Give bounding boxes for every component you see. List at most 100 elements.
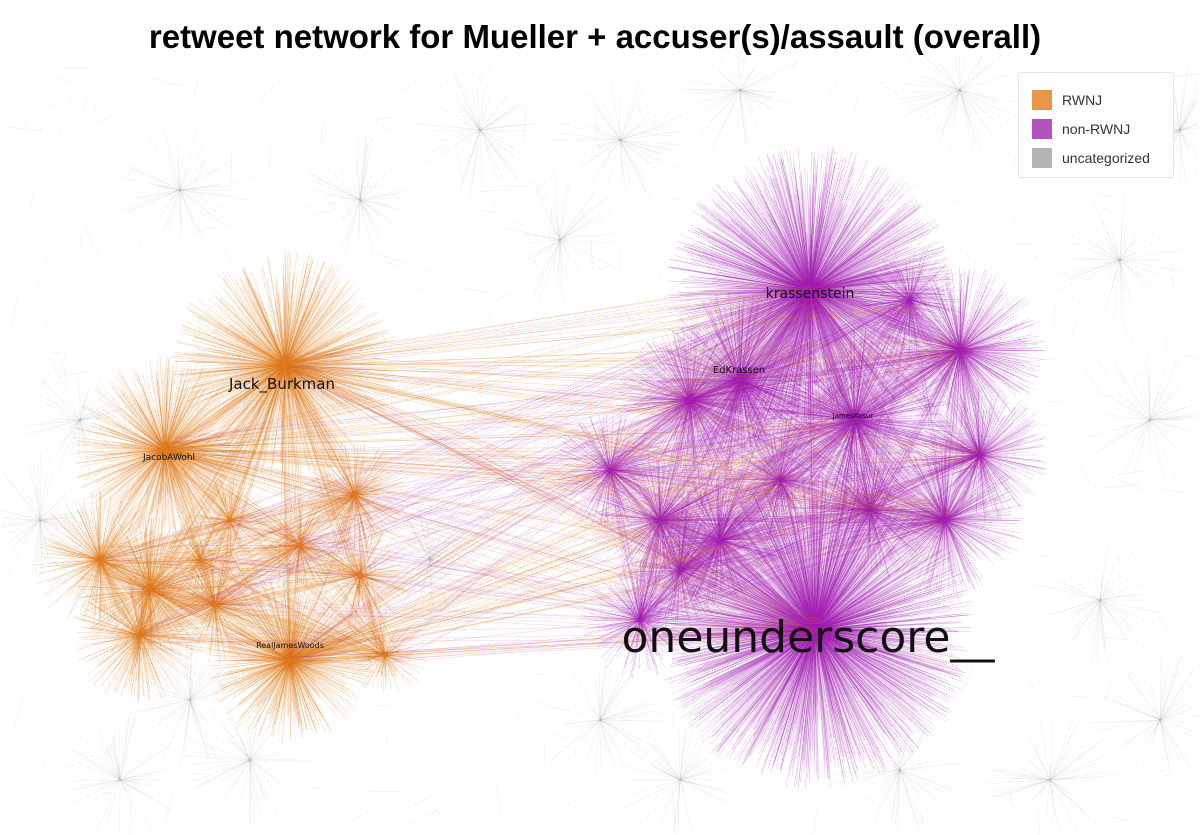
hub-node <box>287 657 293 663</box>
bridge-edges <box>93 276 870 675</box>
rwnj-links <box>79 348 404 679</box>
hub-node <box>227 517 233 523</box>
rwnj-fan <box>158 545 274 664</box>
rwnj-fan <box>73 355 260 544</box>
uncategorized-fan <box>551 77 685 203</box>
non-rwnj-fan <box>875 267 1045 435</box>
hub-node <box>637 617 643 623</box>
hub-node <box>717 537 723 543</box>
hub-node <box>197 557 203 563</box>
hub-node <box>737 377 743 383</box>
non-rwnj-fan <box>857 247 964 355</box>
bridge-edges <box>159 274 993 669</box>
uncategorized-fan <box>22 356 139 482</box>
hub-node <box>352 492 358 498</box>
legend-item-rwnj: RWNJ <box>1032 85 1163 114</box>
uncategorized-fan <box>1055 193 1187 323</box>
hub-node <box>677 567 683 573</box>
hub-node <box>97 557 103 563</box>
rwnj-fan <box>185 477 275 564</box>
rwnj-edges <box>33 250 430 745</box>
legend-item-non-rwnj: non-RWNJ <box>1032 114 1163 143</box>
non-rwnj-fan <box>867 440 1025 599</box>
hub-node <box>687 397 693 403</box>
hub-node <box>812 627 818 633</box>
legend-label-non-rwnj: non-RWNJ <box>1062 120 1131 137</box>
uncategorized-fan <box>411 70 538 199</box>
legend-item-uncategorized: uncategorized <box>1032 143 1163 172</box>
uncategorized-fan <box>1090 655 1199 777</box>
hub-node <box>147 587 153 593</box>
hub-node <box>852 417 858 423</box>
uncategorized-edges <box>1 40 1200 835</box>
hub-node <box>162 447 168 453</box>
uncategorized-fan <box>891 54 1020 156</box>
uncategorized-fan <box>678 54 804 151</box>
rwnj-fan <box>251 497 350 595</box>
non-rwnj-fan <box>800 443 939 579</box>
rwnj-fan <box>208 577 374 745</box>
uncategorized-fan <box>498 173 621 306</box>
rwnj-fan <box>342 610 430 695</box>
non-rwnj-fan <box>621 510 738 628</box>
non-rwnj-fan <box>580 560 698 679</box>
hub-node <box>807 287 813 293</box>
uncategorized-fan <box>1 451 109 578</box>
hub-node <box>382 652 388 658</box>
hub-node <box>282 362 288 368</box>
uncategorized-fan <box>59 710 179 833</box>
hub-node <box>942 517 948 523</box>
rwnj-fan <box>76 515 223 663</box>
non-rwnj-fan <box>665 147 955 431</box>
hub-node <box>977 452 983 458</box>
hub-label-oneunderscore: oneunderscore__ <box>622 612 996 663</box>
legend-label-rwnj: RWNJ <box>1062 91 1103 108</box>
hub-nodes <box>97 287 983 663</box>
rwnj-fan <box>162 522 237 599</box>
hub-label-jack-burkman: Jack_Burkman <box>228 375 335 394</box>
rwnj-fan <box>304 441 410 549</box>
legend-swatch-rwnj <box>1032 89 1052 110</box>
hub-node <box>957 347 963 353</box>
hub-node <box>907 297 913 303</box>
non-rwnj-links <box>586 268 1004 648</box>
uncategorized-fan <box>1034 540 1169 668</box>
uncategorized-fan <box>1088 350 1199 484</box>
rwnj-fan <box>170 250 399 480</box>
legend-label-uncategorized: uncategorized <box>1062 149 1150 166</box>
hub-node <box>607 467 613 473</box>
rwnj-fan <box>72 566 210 705</box>
non-rwnj-fan <box>551 412 669 529</box>
uncategorized-fan <box>186 703 313 826</box>
cross-cluster-edges <box>93 274 993 675</box>
uncategorized-fan <box>116 124 250 247</box>
hub-node <box>777 477 783 483</box>
hub-node <box>137 632 143 638</box>
hub-label-krassenstein: krassenstein <box>766 286 855 302</box>
hub-node <box>212 602 218 608</box>
rwnj-fan <box>33 491 162 628</box>
legend-swatch-non-rwnj <box>1032 118 1052 139</box>
legend: RWNJ non-RWNJ uncategorized <box>1018 72 1174 178</box>
hub-node <box>657 517 663 523</box>
non-rwnj-edges <box>551 147 1047 790</box>
hub-node <box>357 572 363 578</box>
non-rwnj-fan <box>615 325 764 474</box>
uncategorized-fan <box>366 496 491 628</box>
uncategorized-fan <box>832 700 967 833</box>
hub-label-jameskosur: JamesKosur <box>832 412 874 420</box>
hub-label-realjameswoods: RealJamesWoods <box>256 641 324 650</box>
uncategorized-fan <box>986 716 1118 833</box>
non-rwnj-fan <box>651 470 789 608</box>
rwnj-fan <box>306 522 414 629</box>
non-rwnj-fan <box>650 290 828 468</box>
uncategorized-scatter <box>9 40 1200 835</box>
non-rwnj-fan <box>722 420 838 539</box>
non-rwnj-fan <box>655 470 972 790</box>
hub-node <box>867 507 873 513</box>
chart-title: retweet network for Mueller + accuser(s)… <box>148 18 1042 55</box>
uncategorized-fan <box>533 659 669 778</box>
non-rwnj-fan <box>912 389 1047 524</box>
uncategorized-fan <box>296 131 414 262</box>
